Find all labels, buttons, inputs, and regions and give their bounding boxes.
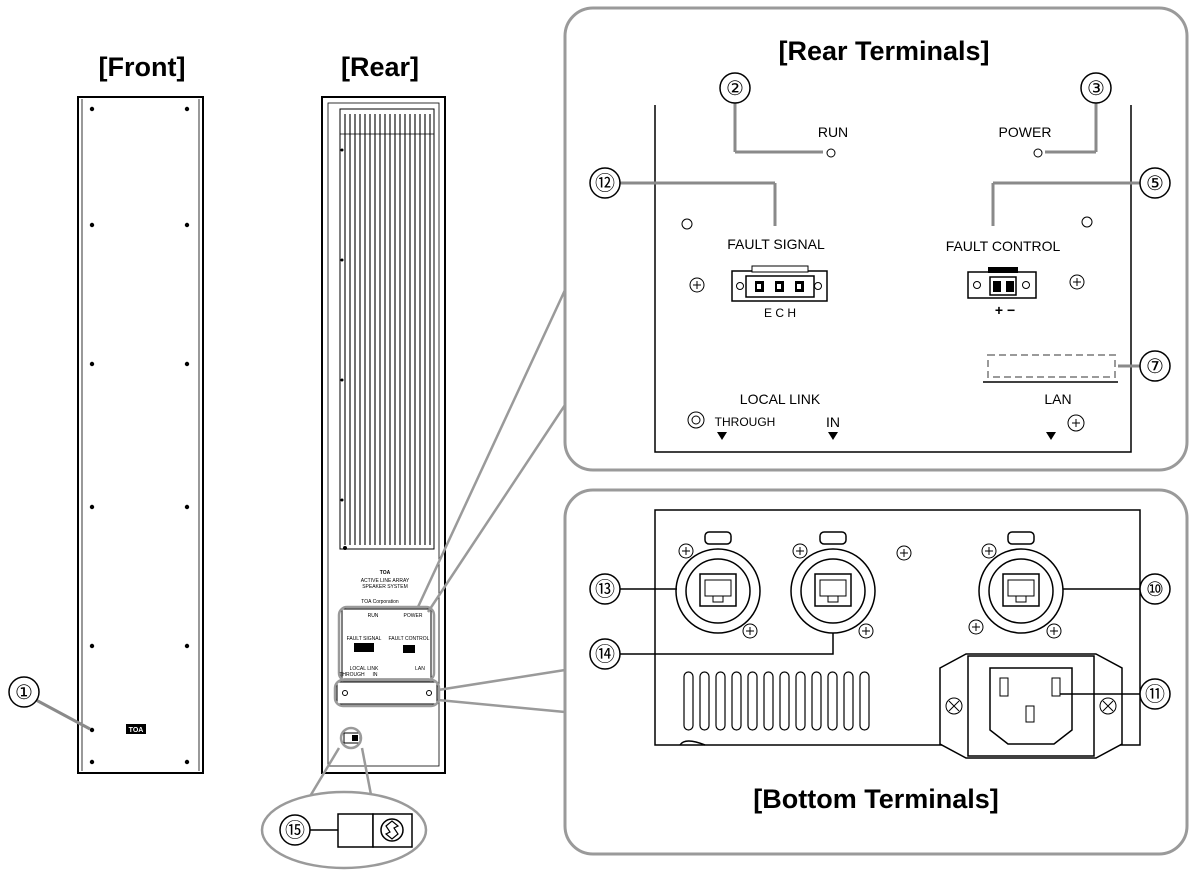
callout-2 xyxy=(719,72,751,104)
fault-signal-label: FAULT SIGNAL xyxy=(727,236,825,252)
front-view: [Front] TOA ① xyxy=(8,52,204,774)
callout-3 xyxy=(1080,72,1112,104)
run-label: RUN xyxy=(818,124,848,140)
through-arrow xyxy=(717,432,727,440)
callout-12-label: ⑫ xyxy=(595,171,615,195)
rear-view: [Rear] TOA ACTIVE LINE ARRAY xyxy=(321,52,446,774)
callout-2-label: ② xyxy=(726,76,744,100)
callout-15 xyxy=(279,814,311,846)
vent-slots xyxy=(683,671,870,731)
rear-product-line1: ACTIVE LINE ARRAY xyxy=(361,578,410,584)
switch-body xyxy=(337,813,374,848)
callout-15-label: ⑮ xyxy=(285,818,305,842)
run-led xyxy=(826,148,836,158)
front-screws xyxy=(89,106,190,765)
fault-signal-connector xyxy=(731,265,828,302)
rj45-connector-10 xyxy=(978,531,1064,639)
in-label: IN xyxy=(826,414,840,430)
mini-fault-control: FAULT CONTROL xyxy=(389,636,430,642)
callout-1-label: ① xyxy=(15,680,33,704)
rear-product-line2: SPEAKER SYSTEM xyxy=(362,584,408,590)
mini-fault-signal: FAULT SIGNAL xyxy=(347,636,382,642)
rear-brand: TOA xyxy=(380,570,391,576)
callout-11-label: ⑪ xyxy=(1145,682,1165,706)
rear-terminals-heading: [Rear Terminals] xyxy=(778,36,989,66)
front-logo-badge xyxy=(126,724,146,734)
front-logo-text: TOA xyxy=(129,727,144,734)
mini-fault-control-connector xyxy=(403,645,415,653)
leader-1 xyxy=(35,698,91,731)
in-arrow xyxy=(828,432,838,440)
through-label: THROUGH xyxy=(715,415,776,429)
callout-5 xyxy=(1139,167,1171,199)
callout-12 xyxy=(589,167,621,199)
callout-1 xyxy=(8,676,40,708)
screw-icon xyxy=(380,818,404,842)
callout-7-label: ⑦ xyxy=(1146,354,1164,378)
ac-inlet xyxy=(939,653,1123,759)
callout-13 xyxy=(589,573,621,605)
rear-terminals-panel: [Rear Terminals] ② RUN ③ POWER ⑫ FAULT S… xyxy=(563,6,1189,472)
fault-control-pins: + − xyxy=(995,302,1015,318)
heatsink xyxy=(339,108,435,550)
callout-14-label: ⑭ xyxy=(595,642,615,666)
local-link-label: LOCAL LINK xyxy=(740,391,821,407)
callout-13-label: ⑬ xyxy=(595,577,615,601)
rj45-connector-14 xyxy=(790,531,876,639)
rear-heading: [Rear] xyxy=(341,52,419,82)
rear-bottom-strip xyxy=(336,681,438,705)
callout-3-label: ③ xyxy=(1087,76,1105,100)
fault-signal-pins: E C H xyxy=(764,306,796,320)
mini-in: IN xyxy=(373,672,378,678)
mini-run: RUN xyxy=(368,613,379,619)
rear-maker: TOA Corporation xyxy=(361,599,399,605)
callout-14 xyxy=(589,638,621,670)
mini-lan: LAN xyxy=(415,666,425,672)
mini-fault-signal-connector xyxy=(354,643,374,652)
lan-arrow xyxy=(1046,432,1056,440)
callout-7 xyxy=(1139,350,1171,382)
rj45-connector-13 xyxy=(675,531,761,639)
callout-11 xyxy=(1139,678,1171,710)
power-label: POWER xyxy=(999,124,1052,140)
fault-control-connector xyxy=(967,267,1037,299)
switch-detail: ⑮ xyxy=(260,790,428,870)
lan-label: LAN xyxy=(1044,391,1071,407)
fault-control-label: FAULT CONTROL xyxy=(946,238,1061,254)
callout-10 xyxy=(1139,573,1171,605)
front-heading: [Front] xyxy=(99,52,186,82)
power-led xyxy=(1033,148,1043,158)
option-slot xyxy=(987,354,1116,378)
callout-5-label: ⑤ xyxy=(1146,171,1164,195)
callout-10-label: ⑩ xyxy=(1146,577,1164,601)
bottom-terminals-panel: [Bottom Terminals] ⑬ xyxy=(563,488,1189,856)
mini-local-link: LOCAL LINK xyxy=(350,666,379,672)
front-panel xyxy=(77,96,204,774)
screw-icon xyxy=(687,411,705,429)
bottom-terminals-heading: [Bottom Terminals] xyxy=(753,784,999,814)
bottom-terminals-highlight xyxy=(333,678,441,708)
mini-through: THROUGH xyxy=(339,672,365,678)
mini-power: POWER xyxy=(404,613,423,619)
